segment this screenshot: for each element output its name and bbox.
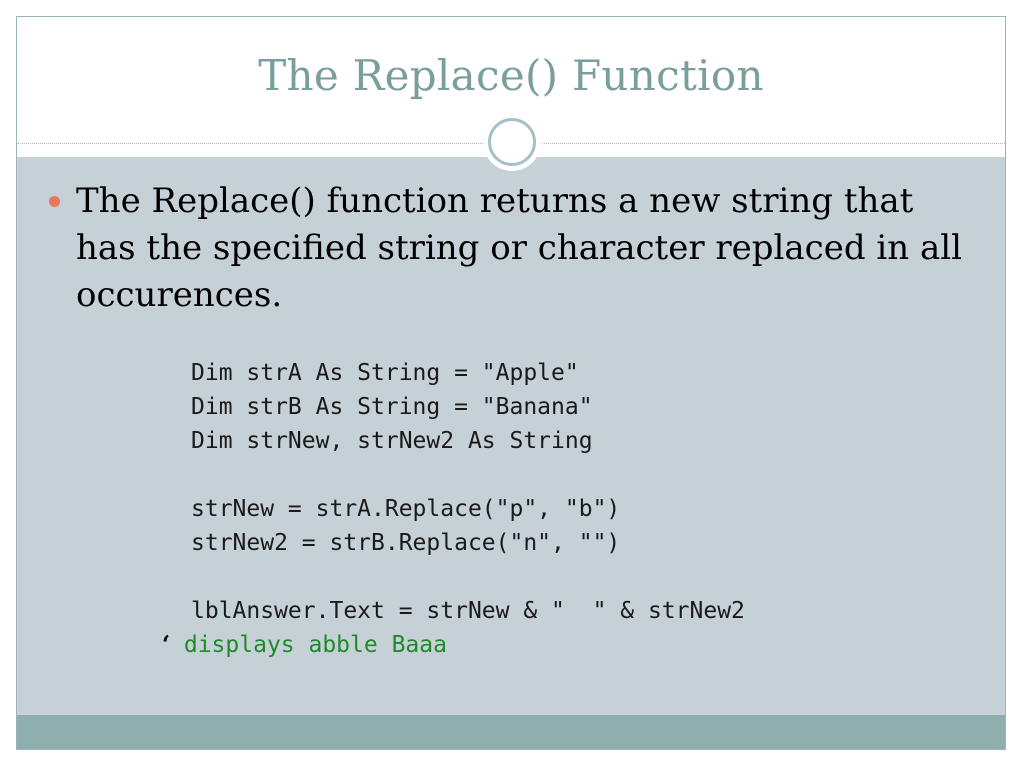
slide: The Replace() Function The Replace() fun… xyxy=(16,16,1006,750)
code-line: Dim strA As String = "Apple" xyxy=(191,360,579,386)
code-line-blank xyxy=(162,560,982,594)
code-line-blank xyxy=(162,458,982,492)
comment-marker: ‘ xyxy=(162,631,171,658)
code-line: strNew = strA.Replace("p", "b") xyxy=(191,496,621,522)
comment-text: displays abble Baaa xyxy=(170,632,447,658)
bullet-text: The Replace() function returns a new str… xyxy=(76,181,963,315)
code-block: Dim strA As String = "Apple" Dim strB As… xyxy=(162,356,982,662)
code-line: Dim strB As String = "Banana" xyxy=(191,394,593,420)
code-line: Dim strNew, strNew2 As String xyxy=(191,428,593,454)
bullet-dot-icon xyxy=(49,196,60,207)
footer-bar xyxy=(17,715,1005,749)
slide-title: The Replace() Function xyxy=(258,51,764,100)
code-line: lblAnswer.Text = strNew & " " & strNew2 xyxy=(191,598,745,624)
code-comment: ‘ displays abble Baaa xyxy=(162,628,982,662)
divider-circle-ring xyxy=(488,118,536,166)
content-area xyxy=(17,157,1005,717)
code-line: strNew2 = strB.Replace("n", "") xyxy=(191,530,621,556)
